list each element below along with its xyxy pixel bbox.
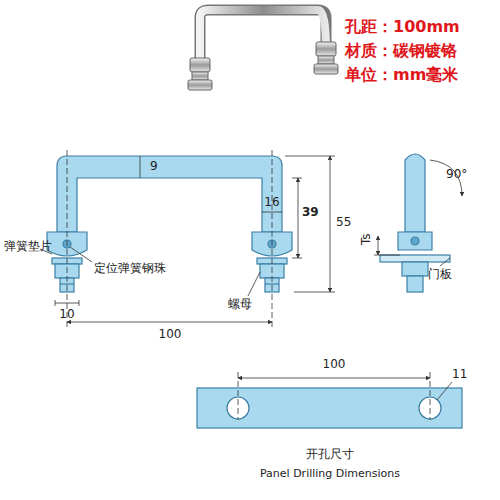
spec-text: 孔距：100mm [345,18,460,36]
spec-text: 单位：mm毫米 [345,66,458,84]
dimension: Ts [360,233,373,245]
panel-dimensions [238,372,452,420]
dimension: 9 [150,160,158,173]
dimension: 39 [302,206,319,219]
part-name: 弹簧垫片 [4,240,52,253]
handle-photo [188,10,338,90]
spec-text: 材质：碳钢镀铬 [345,42,457,60]
part-name: 门板 [428,268,452,281]
dimension: 11 [452,368,467,381]
angle-label: 90° [446,168,467,181]
panel-plate [197,388,462,428]
dimension: 10 [59,308,74,321]
dimension: 16 [264,196,279,209]
part-name: 螺母 [228,298,252,311]
caption-text: Panel Drilling Dimensions [260,468,400,480]
part-name: 定位弹簧钢珠 [94,262,166,275]
dimension-lines [40,150,335,330]
caption-text: 开孔尺寸 [306,448,354,461]
dimension: 100 [323,358,346,371]
dimension: 55 [336,216,351,229]
handle-front-view [47,156,292,292]
dimension: 100 [159,328,182,341]
